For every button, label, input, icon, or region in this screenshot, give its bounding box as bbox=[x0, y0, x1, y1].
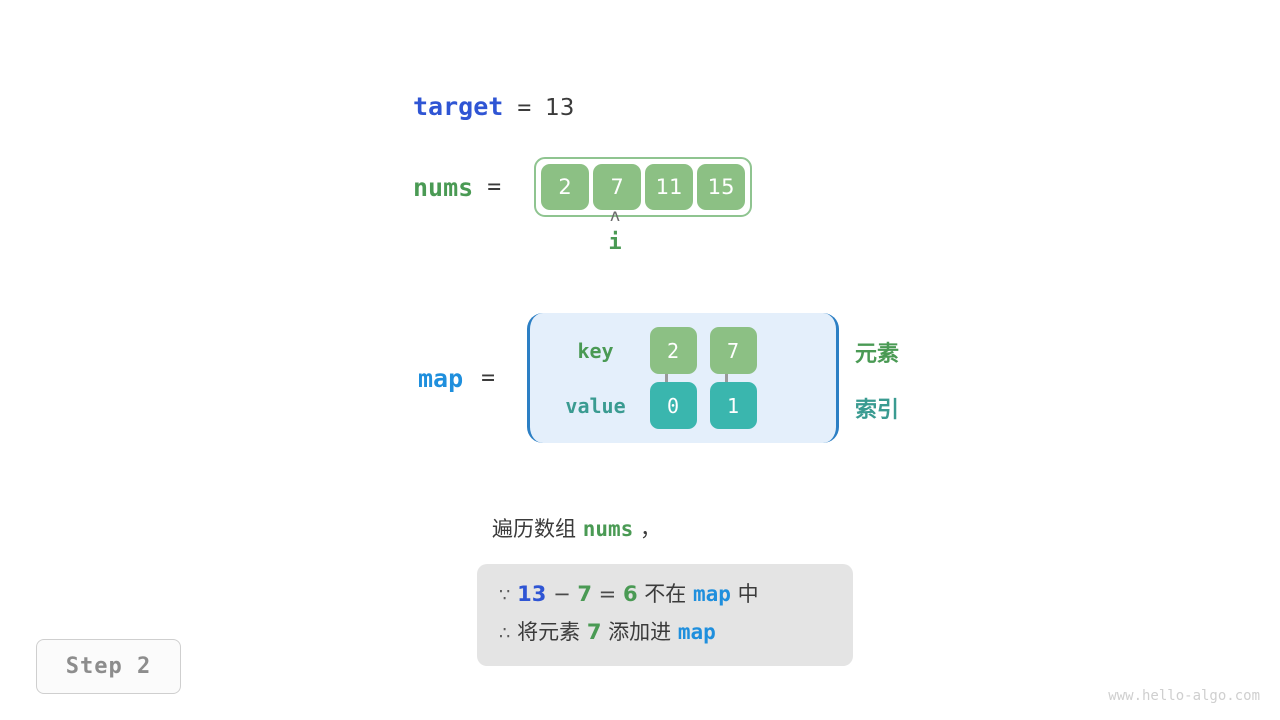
map-equals-sign: = bbox=[481, 365, 496, 391]
watermark: www.hello-algo.com bbox=[1108, 688, 1260, 704]
conclusion-result: 6 bbox=[622, 582, 638, 606]
nums-variable-name: nums bbox=[413, 172, 474, 202]
index-pointer: ʌ i bbox=[598, 208, 632, 256]
caption-prefix: 遍历数组 bbox=[492, 517, 576, 541]
therefore-symbol: ∴ bbox=[499, 623, 511, 644]
conclusion2-value: 7 bbox=[586, 620, 602, 644]
conclusion-equals-sign: = bbox=[598, 582, 617, 606]
map-key-cell: 2 bbox=[649, 327, 697, 374]
map-declaration: map = key 2 7 value 0 1 bbox=[418, 313, 840, 443]
array-cell: 7 bbox=[593, 164, 642, 210]
map-row-label-key: key bbox=[577, 338, 614, 363]
array-cell: 15 bbox=[697, 164, 746, 210]
legend-index-label: 索引 bbox=[855, 398, 900, 423]
map-key-cell: 7 bbox=[709, 327, 757, 374]
conclusion-text-end: 中 bbox=[737, 582, 759, 606]
step-badge: Step 2 bbox=[36, 639, 181, 694]
map-container: key 2 7 value 0 1 bbox=[527, 313, 840, 443]
conclusion2-map-keyword: map bbox=[677, 620, 716, 644]
nums-equals-sign: = bbox=[487, 174, 502, 200]
map-side-legend: 元素 索引 bbox=[855, 336, 899, 424]
map-value-cell: 1 bbox=[709, 382, 757, 429]
target-variable-name: target bbox=[413, 92, 504, 121]
target-declaration: target = 13 bbox=[413, 92, 574, 121]
legend-element-label: 元素 bbox=[855, 342, 900, 367]
nums-array-container: 2 7 11 15 bbox=[534, 157, 753, 217]
conclusion-line-2: ∴ 将元素 7 添加进 map bbox=[499, 614, 831, 652]
because-symbol: ∵ bbox=[499, 585, 511, 606]
conclusion-line-1: ∵ 13 − 7 = 6 不在 map 中 bbox=[499, 576, 831, 614]
conclusion-minus-sign: − bbox=[553, 582, 571, 606]
conclusion2-text-mid: 添加进 bbox=[608, 620, 672, 644]
map-row-label-value: value bbox=[565, 393, 626, 418]
conclusion-box: ∵ 13 − 7 = 6 不在 map 中 ∴ 将元素 7 添加进 map bbox=[477, 564, 853, 666]
target-equals-sign: = bbox=[517, 95, 532, 121]
array-cell: 11 bbox=[645, 164, 694, 210]
conclusion2-text-start: 将元素 bbox=[517, 620, 581, 644]
conclusion-map-keyword: map bbox=[692, 582, 731, 606]
conclusion-operand-target: 13 bbox=[517, 582, 547, 606]
nums-declaration: nums = 2 7 11 15 bbox=[413, 157, 753, 217]
caption-keyword-nums: nums bbox=[582, 517, 634, 541]
caret-icon: ʌ bbox=[609, 206, 621, 226]
array-cell: 2 bbox=[541, 164, 590, 210]
conclusion-operand-current: 7 bbox=[577, 582, 592, 606]
caption-suffix: ， bbox=[639, 517, 661, 541]
conclusion-text-mid: 不在 bbox=[644, 582, 687, 606]
target-value: 13 bbox=[545, 95, 575, 121]
map-variable-name: map bbox=[418, 363, 464, 393]
caption-text: 遍历数组 nums ， bbox=[492, 513, 661, 543]
index-pointer-label: i bbox=[608, 230, 622, 255]
map-value-cell: 0 bbox=[649, 382, 697, 429]
